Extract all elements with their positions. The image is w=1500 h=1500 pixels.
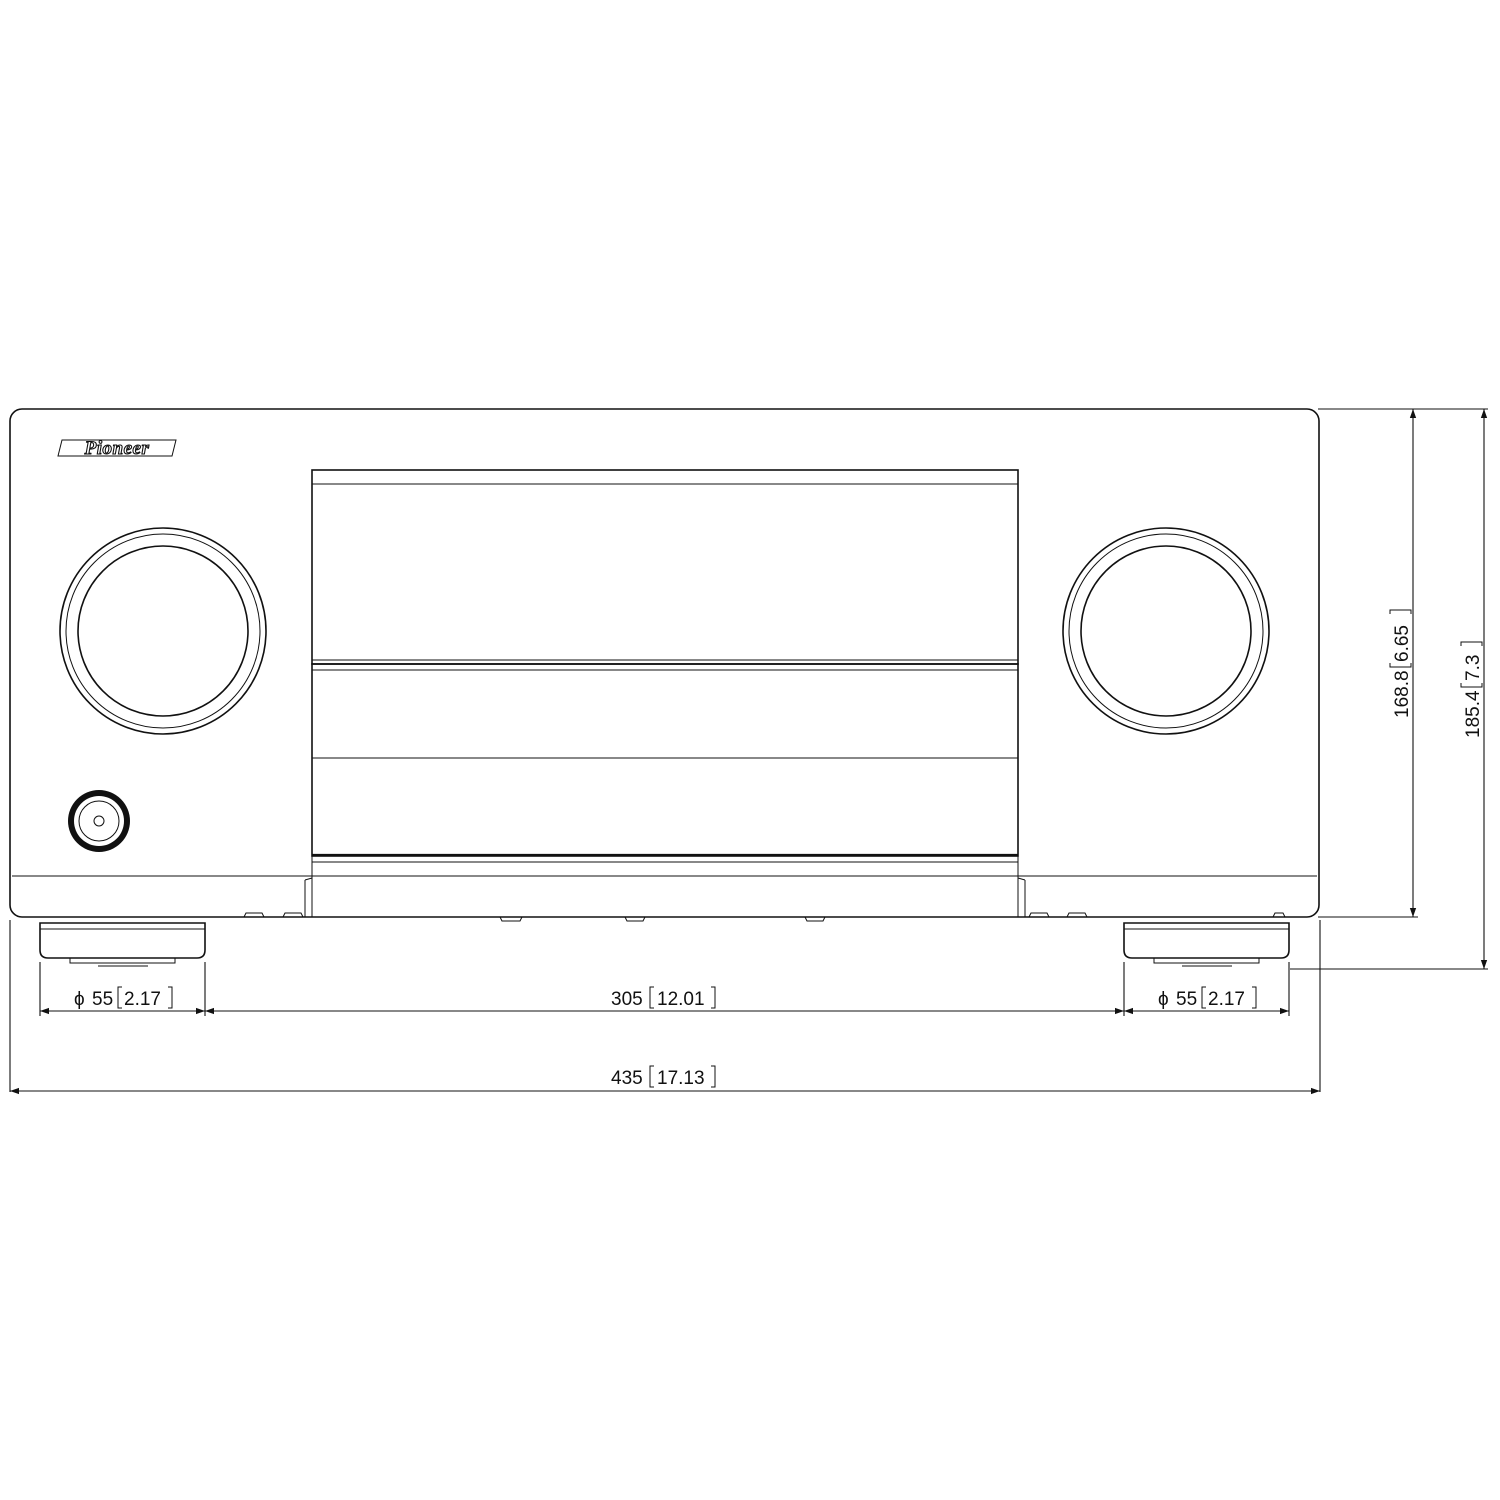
dimension-lines xyxy=(10,409,1488,1095)
front-door xyxy=(311,663,1019,857)
body-height-inch: 6.65 xyxy=(1392,625,1413,662)
pioneer-logo: Pioneer xyxy=(57,437,177,460)
foot-left-mm: 55 xyxy=(92,989,113,1010)
foot-diameter-left-label: ϕ 55 2.17 xyxy=(74,986,173,1010)
foot-span-label: 305 12.01 xyxy=(611,986,716,1010)
overall-width-mm: 435 xyxy=(611,1068,643,1089)
extension-lines xyxy=(9,408,1488,1092)
left-foot xyxy=(39,922,206,967)
body-height-label: 168.8 6.65 xyxy=(1389,609,1413,718)
foot-left-inch: 2.17 xyxy=(124,989,161,1010)
overall-width-label: 435 17.13 xyxy=(611,1065,716,1089)
foot-span-mm: 305 xyxy=(611,989,643,1010)
foot-right-inch: 2.17 xyxy=(1208,989,1245,1010)
foot-span-inch: 12.01 xyxy=(657,989,705,1010)
overall-height-inch: 7.3 xyxy=(1463,655,1484,681)
center-display-assembly xyxy=(304,469,1026,917)
front-panel xyxy=(9,408,1320,918)
foot-diameter-right-label: ϕ 55 2.17 xyxy=(1158,986,1257,1010)
input-selector-knob xyxy=(59,527,267,735)
diameter-symbol: ϕ xyxy=(74,989,85,1010)
bottom-tabs xyxy=(243,912,1286,922)
body-height-mm: 168.8 xyxy=(1392,670,1413,718)
power-button xyxy=(68,790,130,852)
overall-height-mm: 185.4 xyxy=(1463,690,1484,738)
logo-text: Pioneer xyxy=(84,438,150,459)
right-foot xyxy=(1123,922,1290,967)
diameter-symbol: ϕ xyxy=(1158,989,1169,1010)
display-window xyxy=(311,469,1019,665)
volume-knob xyxy=(1062,527,1270,735)
overall-width-inch: 17.13 xyxy=(657,1068,705,1089)
overall-height-label: 185.4 7.3 xyxy=(1460,641,1484,738)
foot-right-mm: 55 xyxy=(1176,989,1197,1010)
